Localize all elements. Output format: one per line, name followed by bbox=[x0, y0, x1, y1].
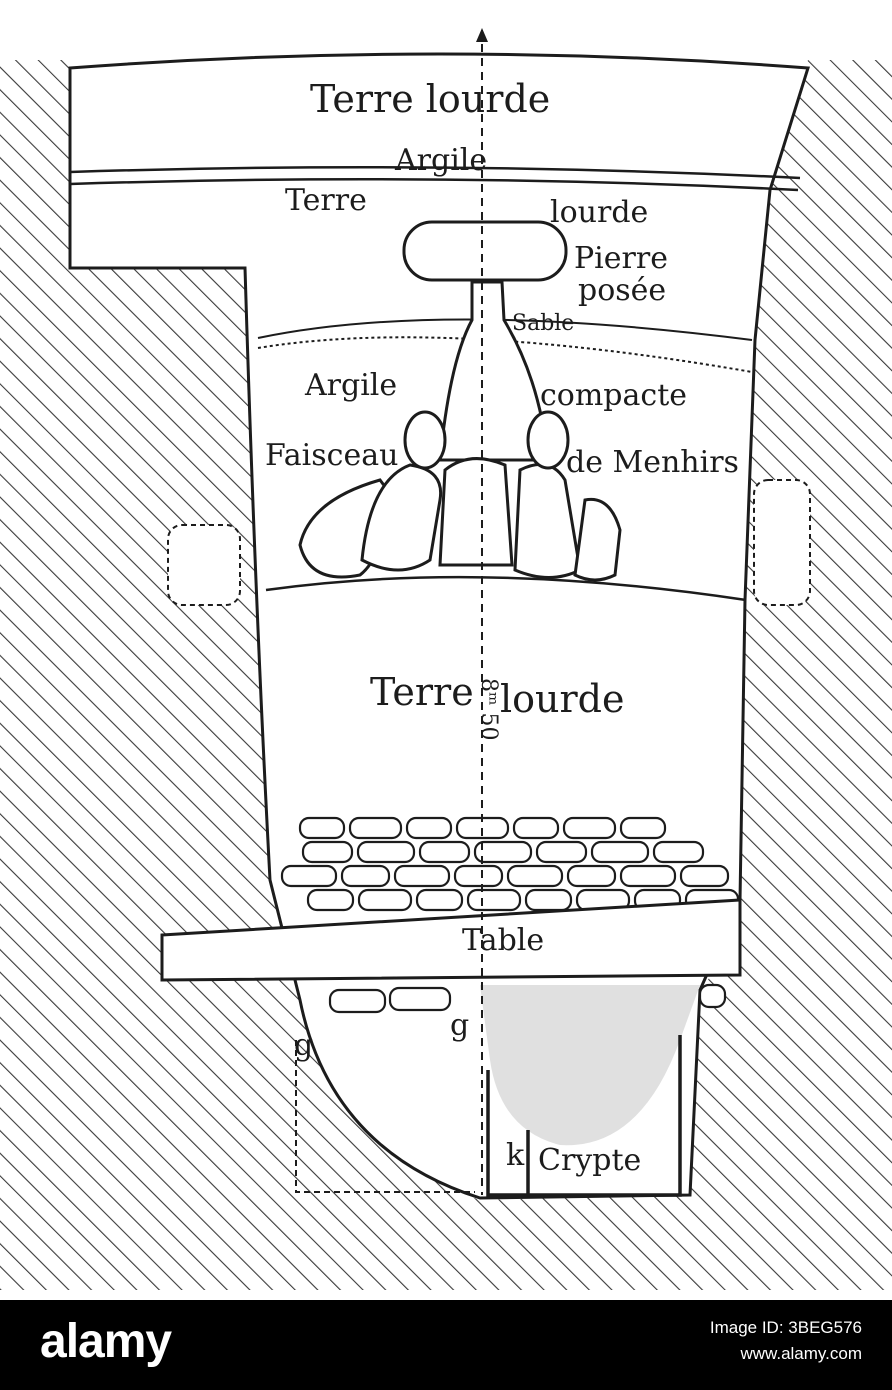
cobblestone bbox=[453, 864, 504, 888]
cobblestone bbox=[393, 864, 451, 888]
crypte-walls bbox=[486, 1035, 682, 1197]
dashed-niche-left bbox=[167, 524, 241, 606]
menhir-layer-bottom bbox=[265, 575, 747, 602]
label-terre-lourde-top: Terre lourde bbox=[310, 77, 550, 121]
label-g-left: g bbox=[294, 1028, 313, 1063]
cobblestone bbox=[619, 864, 677, 888]
cobblestone bbox=[415, 888, 464, 912]
hatched-soil-right bbox=[480, 60, 892, 1290]
cobblestone bbox=[340, 864, 391, 888]
cobblestone bbox=[298, 816, 346, 840]
table-slab bbox=[160, 898, 742, 982]
cobblestone bbox=[280, 864, 338, 888]
under-table-stones bbox=[328, 983, 727, 1014]
cobblestone bbox=[348, 816, 403, 840]
cobblestone bbox=[566, 864, 617, 888]
label-depth-mark: 8ᵐ 50 bbox=[476, 678, 501, 740]
argile-band-bottom bbox=[69, 177, 799, 192]
label-pierre: Pierre bbox=[574, 241, 668, 276]
cobblestone bbox=[679, 864, 730, 888]
watermark-footer: alamy Image ID: 3BEG576 www.alamy.com bbox=[0, 1300, 892, 1390]
cobblestone bbox=[357, 888, 413, 912]
image-id-block: Image ID: 3BEG576 www.alamy.com bbox=[710, 1318, 862, 1364]
label-lourde-mid: lourde bbox=[500, 677, 624, 721]
label-table: Table bbox=[462, 923, 544, 958]
cobblestone bbox=[473, 840, 533, 864]
dashed-gallery-left bbox=[295, 1040, 475, 1193]
cobblestone bbox=[356, 840, 416, 864]
label-compacte: compacte bbox=[540, 378, 687, 413]
alamy-logo: alamy bbox=[40, 1315, 172, 1368]
stratigraphy-diagram: Terre lourde Argile Terre lourde Pierre … bbox=[0, 28, 892, 1290]
cobblestone bbox=[506, 864, 564, 888]
label-lourde-right: lourde bbox=[550, 195, 648, 230]
label-k: k bbox=[506, 1138, 525, 1173]
label-sable: Sable bbox=[512, 311, 574, 336]
pierre-posee-stone bbox=[402, 220, 568, 282]
cobblestone bbox=[405, 816, 453, 840]
cobblestone bbox=[652, 840, 705, 864]
label-posee: posée bbox=[578, 273, 666, 308]
cobblestone bbox=[418, 840, 471, 864]
menhir-bundle bbox=[298, 410, 622, 582]
hatched-soil-left bbox=[0, 60, 480, 1290]
label-terre-mid: Terre bbox=[370, 670, 474, 714]
cobblestone bbox=[590, 840, 650, 864]
cobblestone bbox=[466, 888, 522, 912]
axis-arrow bbox=[476, 28, 488, 42]
cobblestone bbox=[524, 888, 573, 912]
cobblestone bbox=[562, 816, 617, 840]
dashed-niche-right bbox=[753, 479, 811, 606]
image-id: Image ID: 3BEG576 bbox=[709, 1318, 862, 1337]
cobblestone-layer bbox=[280, 816, 740, 912]
label-crypte: Crypte bbox=[538, 1143, 641, 1178]
label-argile-top: Argile bbox=[394, 143, 487, 178]
cobblestone bbox=[535, 840, 588, 864]
label-argile-mid: Argile bbox=[304, 368, 397, 403]
label-faisceau: Faisceau bbox=[265, 438, 398, 473]
cobblestone bbox=[619, 816, 667, 840]
cobblestone bbox=[301, 840, 354, 864]
alamy-url: www.alamy.com bbox=[740, 1344, 862, 1363]
argile-band-top bbox=[69, 165, 801, 180]
label-terre-left: Terre bbox=[285, 183, 367, 218]
label-de-menhirs: de Menhirs bbox=[566, 445, 739, 480]
crypte-stipple bbox=[480, 985, 700, 1146]
label-g-mid: g bbox=[450, 1008, 469, 1043]
cobblestone bbox=[512, 816, 560, 840]
cobblestone bbox=[306, 888, 355, 912]
